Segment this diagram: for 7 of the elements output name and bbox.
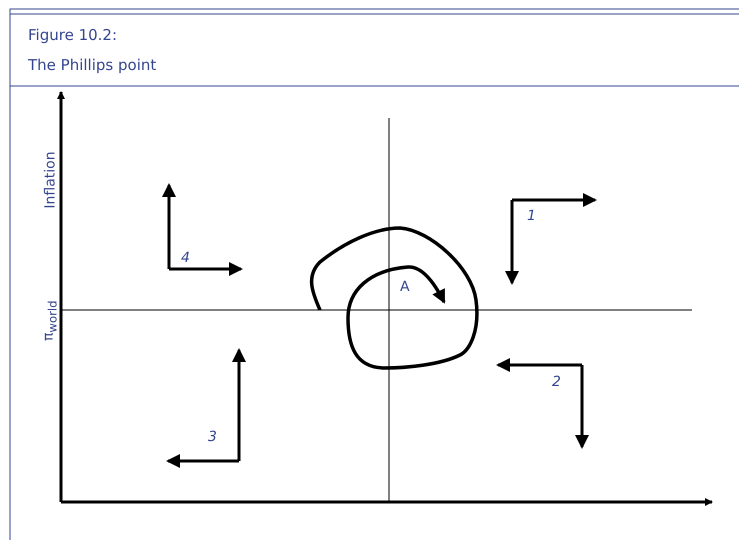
region-number: 2 — [552, 375, 561, 389]
point-label: A — [400, 280, 410, 294]
axis-title: Inflation — [43, 151, 58, 209]
region-number: 1 — [527, 209, 536, 223]
figure-title: Figure 10.2: The Phillips point — [28, 25, 156, 76]
region-number: 3 — [208, 430, 217, 444]
region-number: 4 — [181, 251, 190, 265]
